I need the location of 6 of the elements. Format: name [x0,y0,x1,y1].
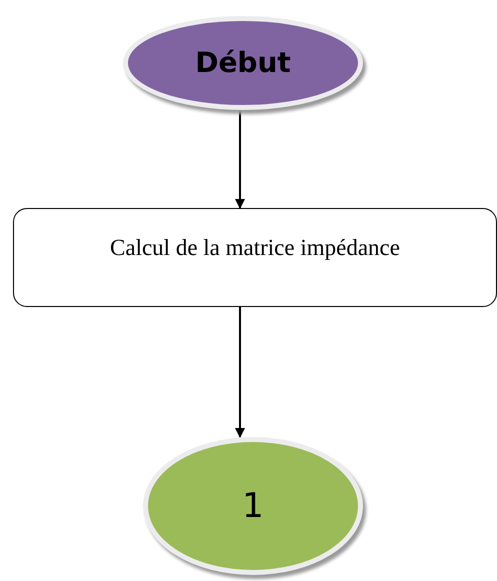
node-label: 1 [242,484,264,528]
arrow [235,307,245,438]
node-label: Début [195,45,291,81]
arrow [235,110,245,209]
node-label: Calcul de la matrice impédance [110,234,400,262]
process-box [13,208,497,307]
